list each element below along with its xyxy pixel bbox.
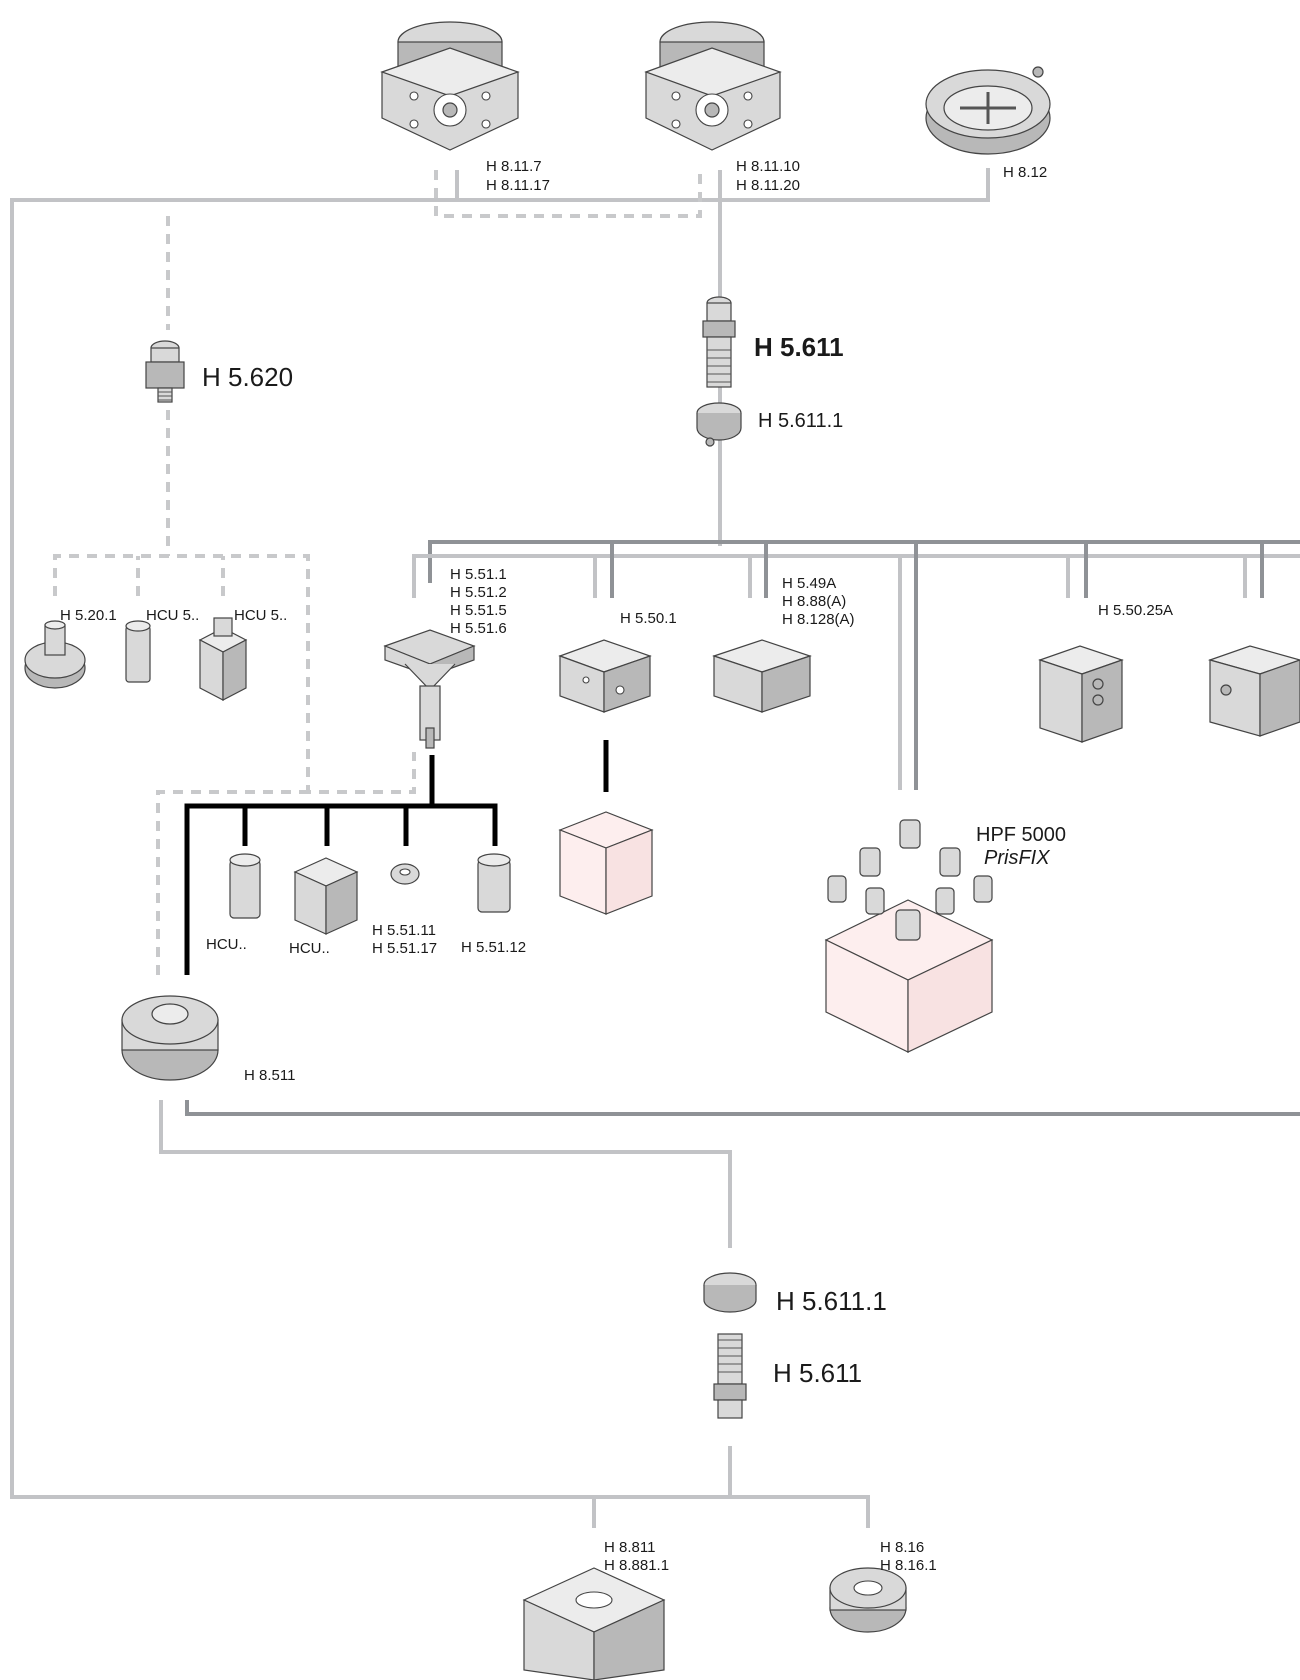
label-h8-128a: H 8.128(A) xyxy=(782,611,855,628)
label-h5-50-1: H 5.50.1 xyxy=(620,610,677,627)
label-h5-51-2: H 5.51.2 xyxy=(450,584,507,601)
label-h5-611-top: H 5.611 xyxy=(754,332,844,362)
dashed-to-h8511 xyxy=(156,790,308,975)
chuck-h8-12 xyxy=(925,66,1051,155)
lower-center-link xyxy=(159,1100,732,1248)
label-hpf5000: HPF 5000 xyxy=(976,824,1066,846)
label-prisfix: PrisFIX xyxy=(984,847,1050,869)
dashed-chuck-link xyxy=(434,170,702,218)
label-h8-11-20: H 8.11.20 xyxy=(736,177,800,194)
part-h5-51 xyxy=(383,629,476,749)
label-h5-51-5: H 5.51.5 xyxy=(450,602,507,619)
part-h5-20-1 xyxy=(24,620,86,689)
part-h5-611-bot xyxy=(713,1333,747,1419)
chuck-h8-11-10 xyxy=(644,21,782,151)
label-h8-811: H 8.811 xyxy=(604,1539,655,1556)
main-left-rail xyxy=(10,168,990,1499)
chuck-h8-16 xyxy=(829,1567,907,1633)
part-h5-620 xyxy=(145,340,185,403)
label-h8-11-17: H 8.11.17 xyxy=(486,177,550,194)
top-distribution-bar xyxy=(428,540,1300,583)
part-h8-511 xyxy=(121,995,219,1081)
label-h5-51-6: H 5.51.6 xyxy=(450,620,507,637)
label-h5-620: H 5.620 xyxy=(202,362,293,392)
connection-lines xyxy=(10,168,1300,1528)
label-h5-20-1: H 5.20.1 xyxy=(60,607,117,624)
part-hpf5000 xyxy=(824,819,994,1053)
label-h8-16: H 8.16 xyxy=(880,1539,924,1556)
part-hcu-cube xyxy=(293,857,359,935)
label-hcu5-b: HCU 5.. xyxy=(234,607,287,624)
label-h5-50-25a: H 5.50.25A xyxy=(1098,602,1173,619)
part-h5-611-top xyxy=(702,296,736,388)
part-h5-50-25a xyxy=(1038,645,1124,743)
chuck-h8-811 xyxy=(522,1567,666,1680)
label-hcu-a: HCU.. xyxy=(206,936,247,953)
part-h5-51-12 xyxy=(477,853,511,913)
label-h5-51-17: H 5.51.17 xyxy=(372,940,437,957)
label-h8-11-10: H 8.11.10 xyxy=(736,158,800,175)
part-h5-49a xyxy=(712,639,812,713)
labels: H 8.11.7 H 8.11.17 H 8.11.10 H 8.11.20 H… xyxy=(60,158,1173,1574)
part-h5-50-1 xyxy=(558,639,652,713)
chuck-h8-11-7 xyxy=(380,21,520,151)
label-h8-12: H 8.12 xyxy=(1003,164,1047,181)
label-hcu-b: HCU.. xyxy=(289,940,330,957)
part-h5-51-11 xyxy=(390,863,420,885)
part-h5-611-1-bot xyxy=(703,1272,757,1313)
part-hcu5-cyl xyxy=(125,620,151,683)
label-h5-51-12: H 5.51.12 xyxy=(461,939,526,956)
lower-right-bar xyxy=(185,1100,1300,1116)
part-right-edge xyxy=(1208,645,1300,737)
label-h5-611-1-bot: H 5.611.1 xyxy=(776,1286,887,1316)
label-hcu5-a: HCU 5.. xyxy=(146,607,199,624)
label-h8-16-1: H 8.16.1 xyxy=(880,1557,937,1574)
part-hcu5-cube xyxy=(198,617,248,701)
label-h5-49a: H 5.49A xyxy=(782,575,836,592)
label-h8-881-1: H 8.881.1 xyxy=(604,1557,669,1574)
label-h5-51-1: H 5.51.1 xyxy=(450,566,507,583)
second-distribution-bar xyxy=(412,554,1300,598)
label-h8-88a: H 8.88(A) xyxy=(782,593,846,610)
label-h8-511: H 8.511 xyxy=(244,1067,295,1084)
label-h8-11-7: H 8.11.7 xyxy=(486,158,542,175)
label-h5-611-bot: H 5.611 xyxy=(773,1358,862,1388)
part-hcu-cyl xyxy=(229,853,261,919)
label-h5-51-11: H 5.51.11 xyxy=(372,922,436,939)
label-h5-611-1-top: H 5.611.1 xyxy=(758,410,843,432)
workpiece-cube-pink xyxy=(558,811,654,915)
part-h5-611-1-top xyxy=(696,402,742,447)
black-branch-bar xyxy=(184,803,498,975)
